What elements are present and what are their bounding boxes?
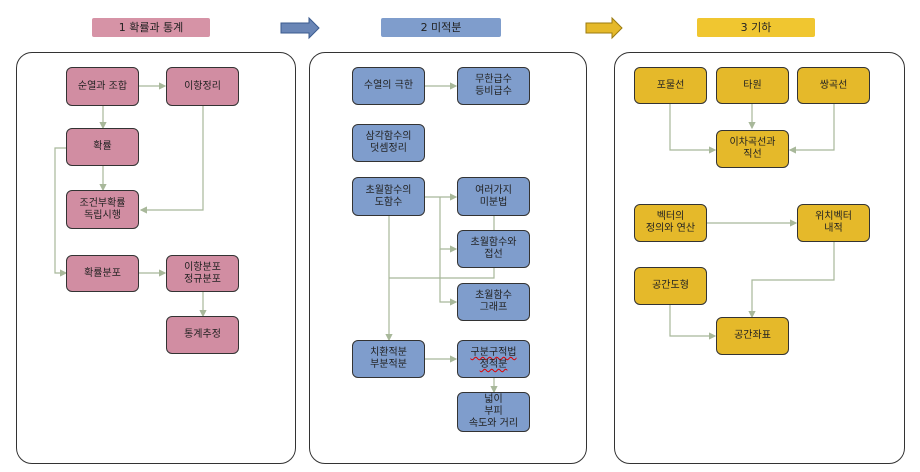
node-ellipse[interactable]: 타원 [716, 67, 789, 104]
node-hyperbola[interactable]: 쌍곡선 [797, 67, 870, 104]
node-label: 구분구적법 정적분 [470, 347, 517, 370]
arrow-right-icon [585, 16, 623, 40]
node-vector-operations[interactable]: 벡터의 정의와 연산 [634, 204, 707, 242]
node-binomial-normal-distribution[interactable]: 이항분포 정규분포 [166, 255, 239, 292]
node-space-figure[interactable]: 공간도형 [634, 267, 707, 305]
connector [669, 305, 717, 340]
connector [748, 242, 835, 319]
node-function-graph[interactable]: 초월함수 그래프 [457, 283, 530, 321]
panel-geometry [614, 52, 905, 464]
node-position-vector-dot-product[interactable]: 위치벡터 내적 [797, 204, 870, 242]
node-permutation-combination[interactable]: 순열과 조합 [66, 67, 139, 106]
node-probability[interactable]: 확률 [66, 128, 139, 166]
connector [139, 106, 204, 214]
node-binomial-theorem[interactable]: 이항정리 [166, 67, 239, 106]
node-trig-addition-theorem[interactable]: 삼각함수의 덧셈정리 [352, 124, 425, 162]
node-integration-methods[interactable]: 치환적분 부분적분 [352, 340, 425, 378]
connector [439, 197, 458, 253]
header-geometry: 3 기하 [697, 18, 815, 37]
connector [54, 147, 68, 277]
node-statistical-estimation[interactable]: 통계추정 [166, 316, 239, 354]
panel-calculus [309, 52, 587, 464]
node-conditional-probability[interactable]: 조건부확률 독립시행 [66, 190, 139, 229]
connector [788, 104, 835, 154]
node-infinite-series[interactable]: 무한급수 등비급수 [457, 67, 530, 105]
panel-probability-statistics [16, 52, 296, 464]
node-various-differentiation[interactable]: 여러가지 미분법 [457, 177, 530, 216]
node-transcendental-derivative[interactable]: 초월함수의 도함수 [352, 177, 425, 216]
connector [439, 249, 458, 306]
connector [669, 104, 717, 154]
node-tangent-line[interactable]: 초월함수와 접선 [457, 230, 530, 268]
node-quadratic-curve-line[interactable]: 이차곡선과 직선 [716, 130, 789, 168]
header-probability-statistics: 1 확률과 통계 [92, 18, 210, 37]
node-parabola[interactable]: 포물선 [634, 67, 707, 104]
node-probability-distribution[interactable]: 확률분포 [66, 255, 139, 292]
node-sequence-limit[interactable]: 수열의 극한 [352, 67, 425, 105]
node-integral-applications[interactable]: 넓이 부피 속도와 거리 [457, 392, 530, 432]
header-calculus: 2 미적분 [381, 18, 501, 37]
arrow-right-icon [280, 16, 320, 40]
node-riemann-sum[interactable]: 구분구적법 정적분 [457, 340, 530, 378]
node-space-coordinates[interactable]: 공간좌표 [716, 317, 789, 355]
